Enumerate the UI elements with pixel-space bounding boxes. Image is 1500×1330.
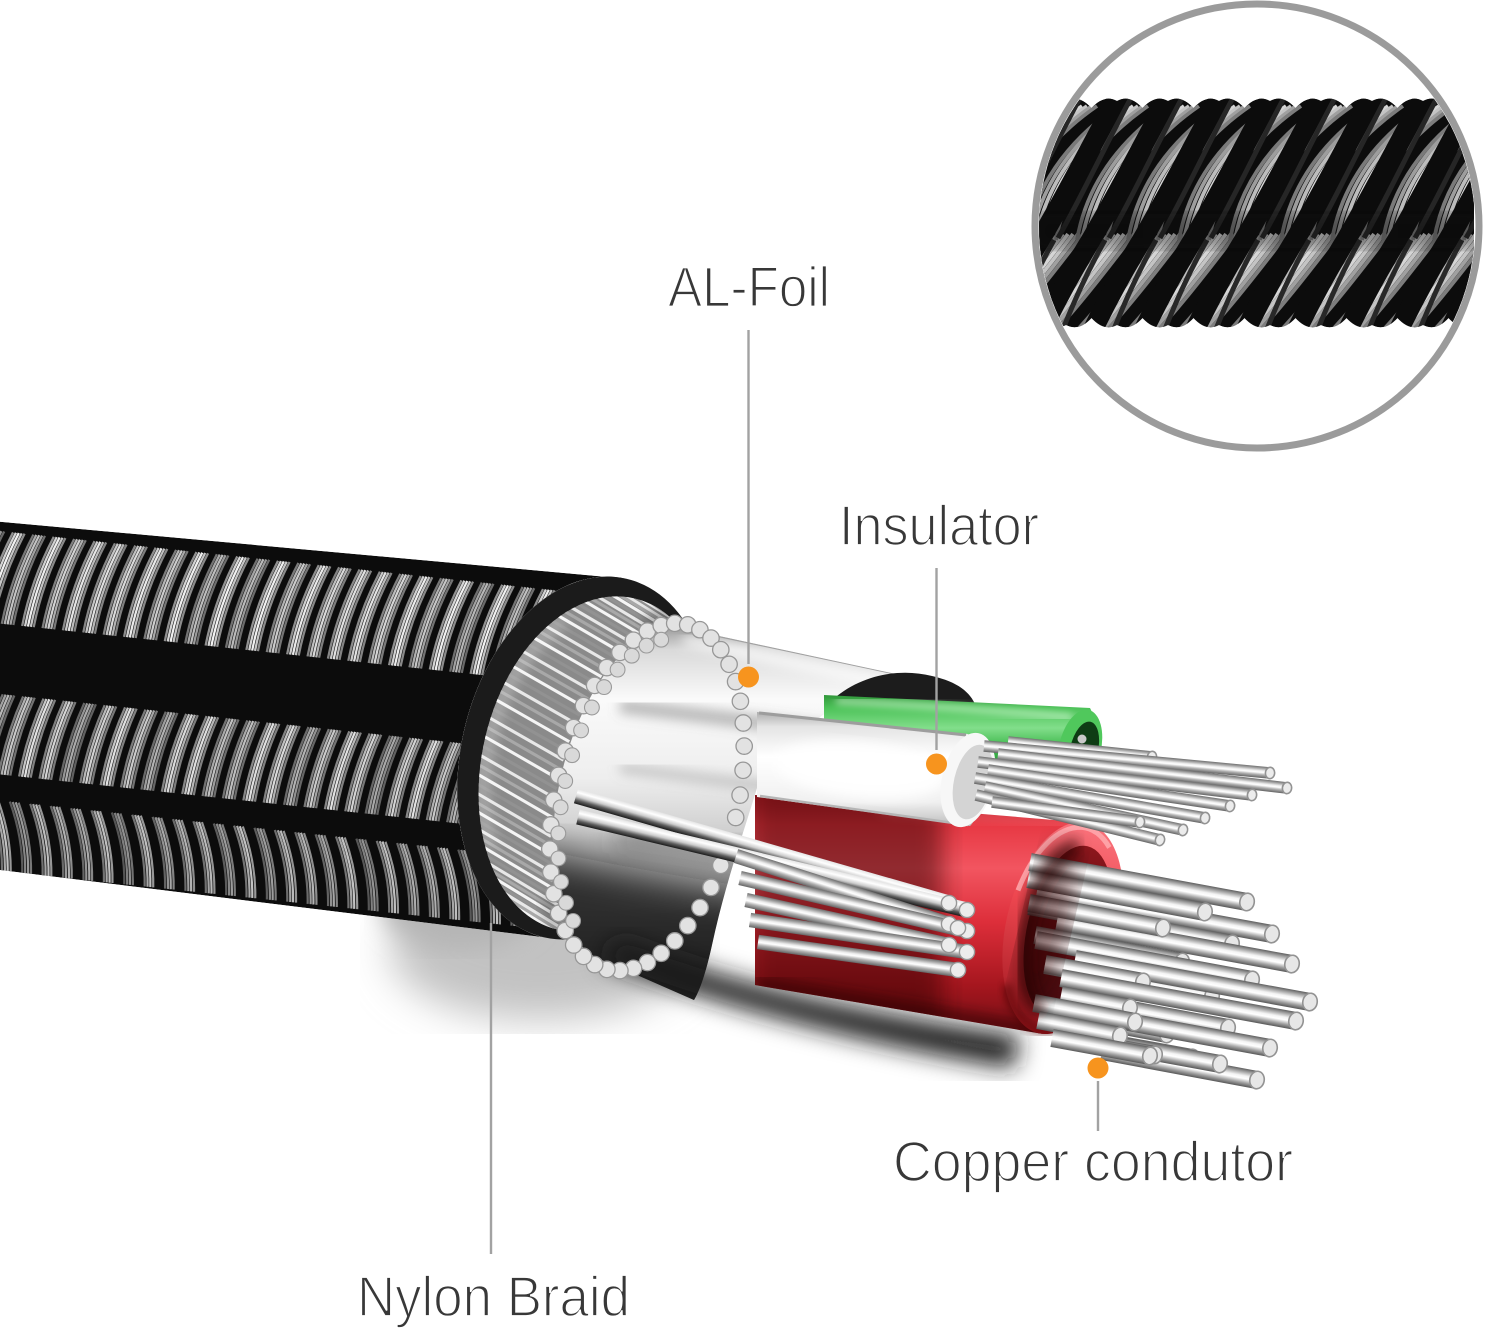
svg-text:AL-Foil: AL-Foil — [668, 256, 830, 320]
svg-text:Nylon Braid: Nylon Braid — [357, 1265, 630, 1329]
svg-text:Insulator: Insulator — [839, 494, 1039, 558]
svg-text:Copper condutor: Copper condutor — [893, 1130, 1293, 1194]
